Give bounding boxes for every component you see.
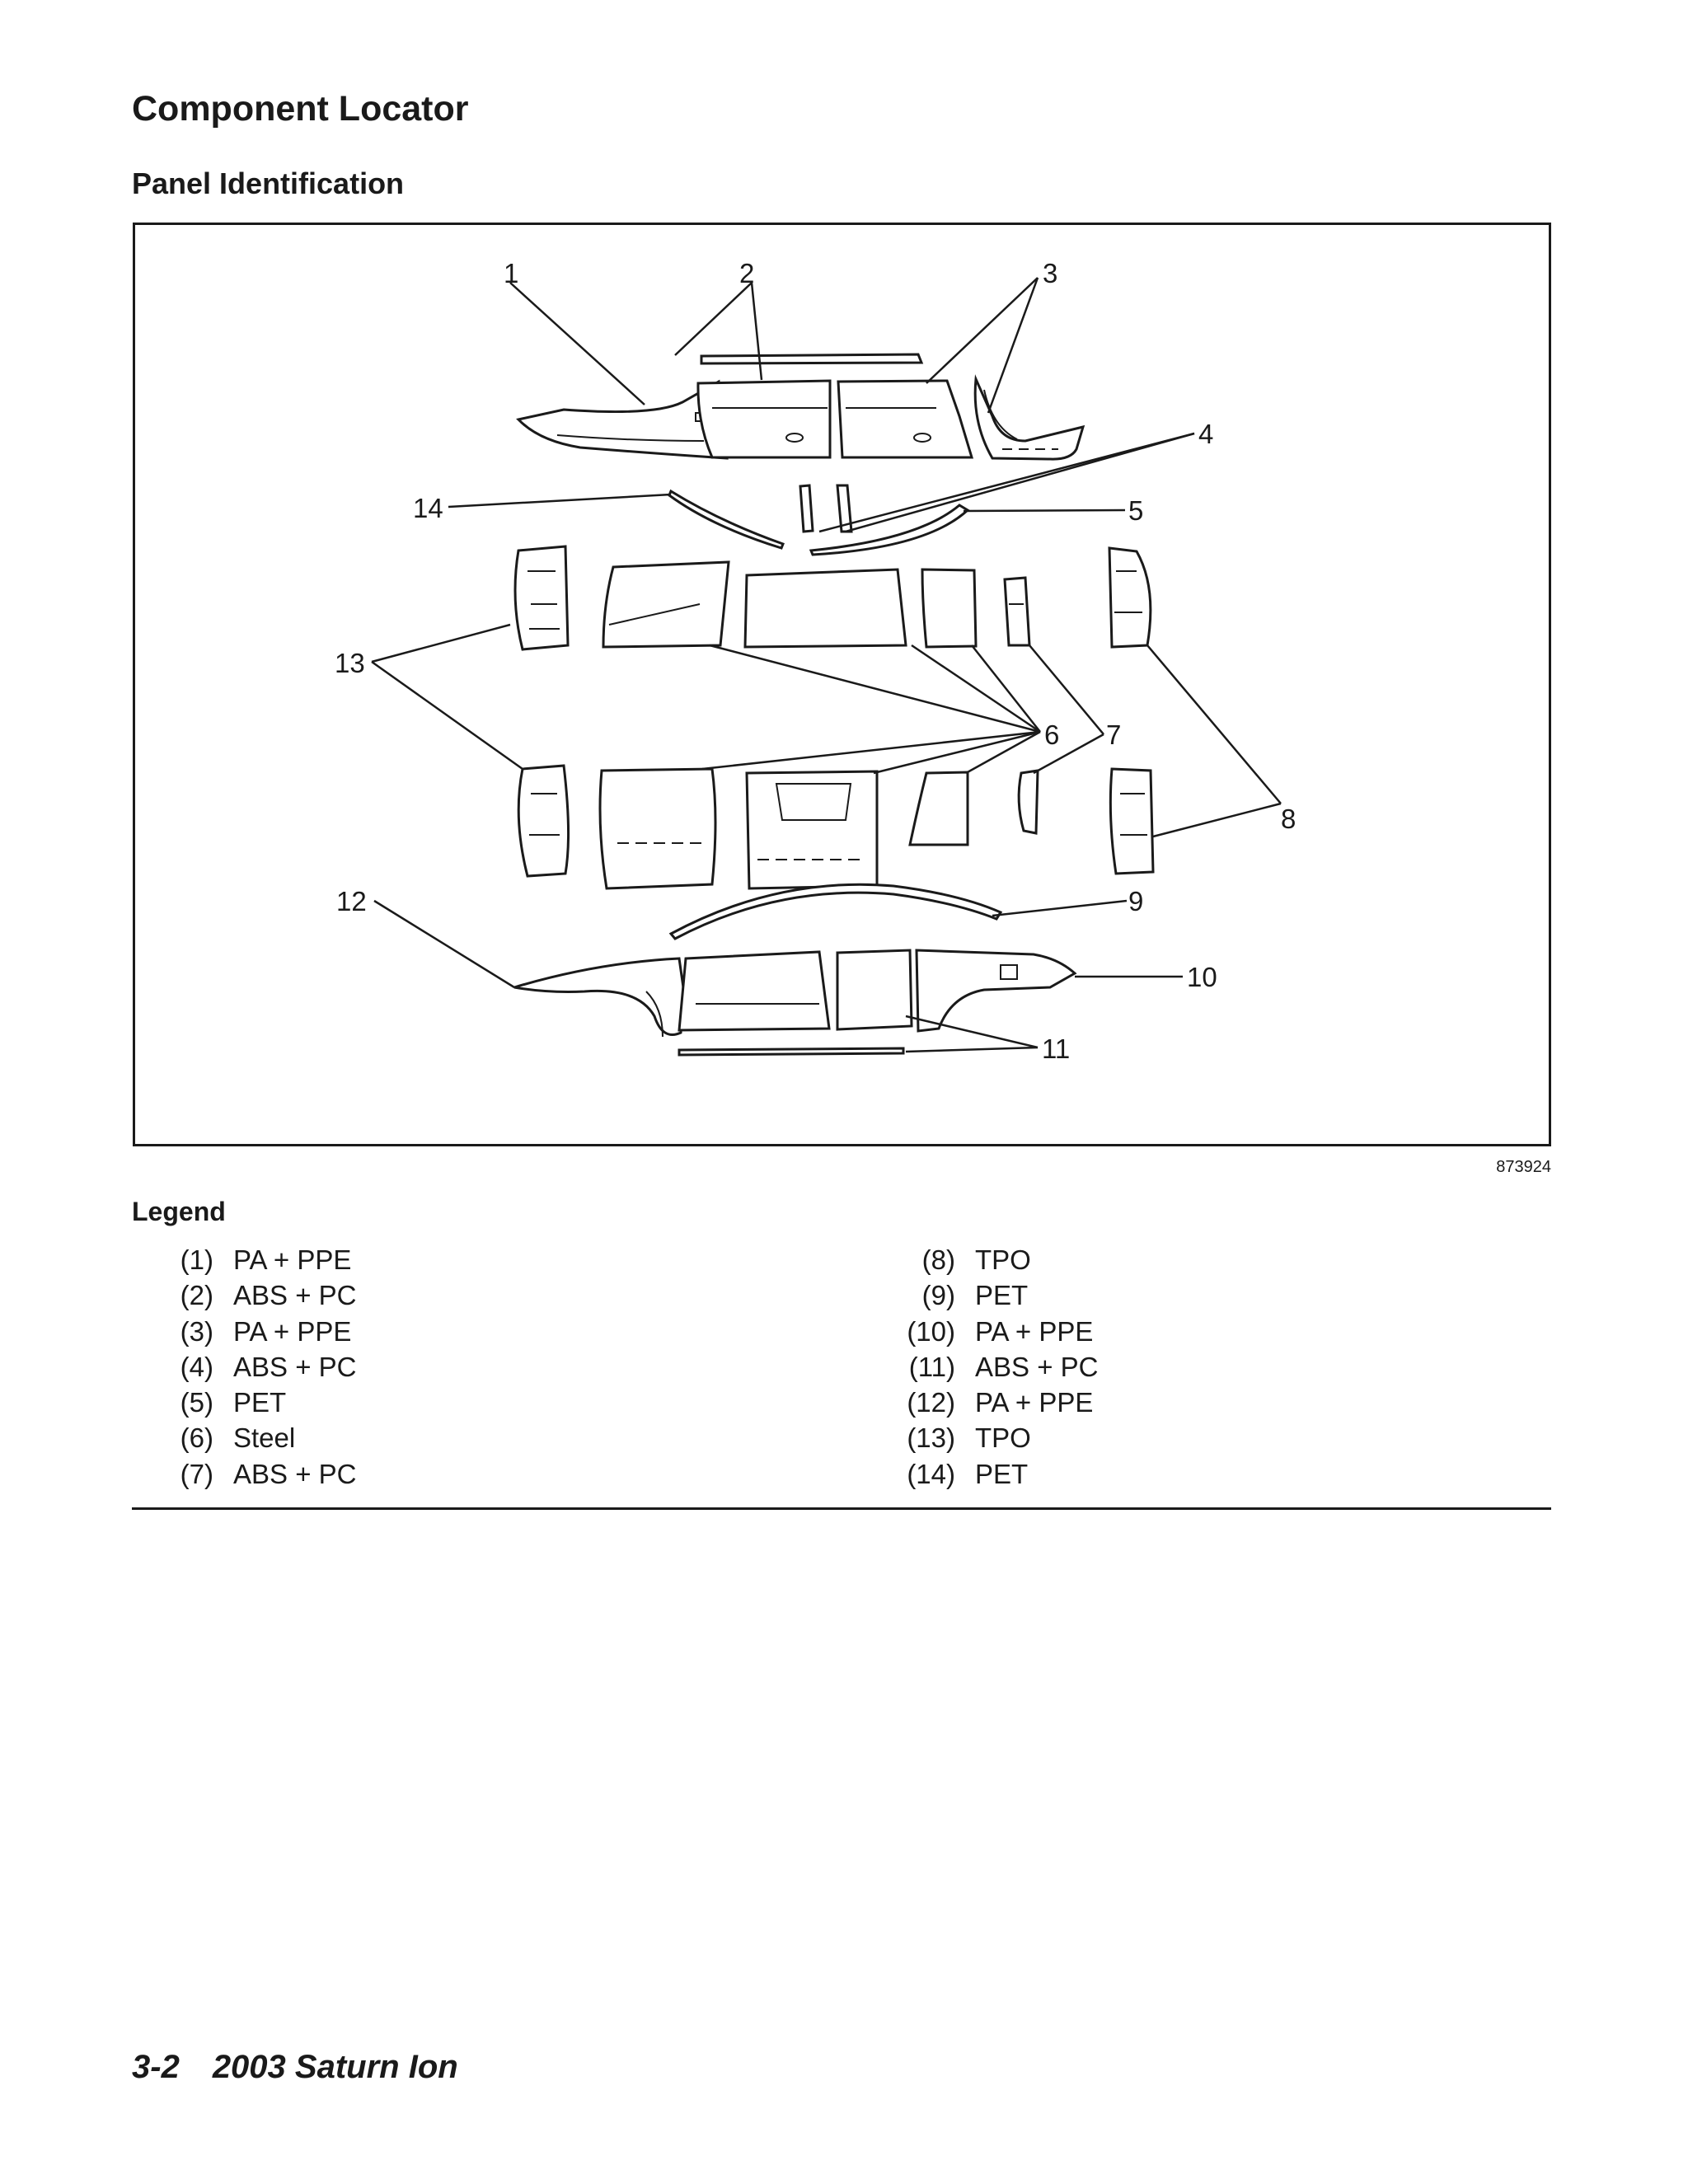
- panel-8-upper-fascia: [1108, 546, 1152, 649]
- page-title: Component Locator: [132, 89, 469, 129]
- legend-material: PA + PPE: [975, 1387, 1094, 1418]
- callout-5: 5: [1128, 495, 1143, 526]
- callout-1: 1: [504, 258, 518, 288]
- callout-9: 9: [1128, 886, 1143, 916]
- leader-lines: [371, 277, 1282, 1053]
- legend-number: (3): [180, 1315, 213, 1347]
- panel-identification-figure: 1 2 3 4 5 6 7 8 9 10 11 12 13 14: [133, 223, 1551, 1146]
- callout-4: 4: [1198, 419, 1213, 449]
- legend-material: ABS + PC: [233, 1280, 357, 1311]
- panel-6-upper-roof-hood: [602, 560, 978, 649]
- callout-6: 6: [1044, 719, 1059, 750]
- callout-2: 2: [739, 258, 754, 288]
- callout-labels: 1 2 3 4 5 6 7 8 9 10 11 12 13 14: [335, 258, 1296, 1064]
- legend-material: PET: [233, 1387, 287, 1418]
- legend-item: (6) Steel: [132, 1422, 356, 1458]
- callout-13: 13: [335, 648, 365, 678]
- legend-item: (2) ABS + PC: [132, 1280, 357, 1315]
- legend-number: (2): [180, 1280, 213, 1311]
- legend-item: (9) PET: [874, 1280, 1098, 1315]
- panel-2-door-panels: [696, 353, 974, 459]
- legend-item: (7) ABS + PC: [132, 1458, 357, 1494]
- panel-4-pillar-appliques: [799, 484, 853, 533]
- legend-item: (14) PET: [874, 1459, 1098, 1494]
- legend-material: ABS + PC: [975, 1351, 1099, 1382]
- section-title: Panel Identification: [132, 166, 405, 200]
- callout-3: 3: [1043, 258, 1057, 288]
- panel-9-roof-rail: [668, 883, 1003, 940]
- panel-3-front-fender: [973, 374, 1085, 461]
- panel-14-trim: [668, 489, 785, 550]
- legend-number: (5): [180, 1387, 213, 1418]
- legend-number: (1): [180, 1244, 213, 1275]
- panel-13-lower-fascia: [517, 764, 570, 878]
- legend-item: (4) ABS + PC: [132, 1351, 357, 1387]
- legend-item: (3) PA + PPE: [132, 1316, 356, 1352]
- legend-item: (13) TPO: [874, 1422, 1098, 1458]
- section-divider: [132, 1507, 1551, 1510]
- callout-10: 10: [1187, 962, 1217, 992]
- callout-14: 14: [413, 493, 443, 523]
- legend-column-left: (1) PA + PPE (2) ABS + PC (3) PA + PPE (4) A…: [132, 1244, 357, 1494]
- legend-item: (10) PA + PPE: [874, 1316, 1098, 1352]
- panel-13-upper-fascia: [513, 545, 570, 651]
- legend-number: (11): [908, 1351, 955, 1382]
- legend-material: TPO: [975, 1422, 1031, 1454]
- legend-number: (10): [907, 1315, 955, 1347]
- legend-material: ABS + PC: [233, 1351, 357, 1382]
- legend-item: (5) PET: [132, 1387, 356, 1422]
- legend-number: (9): [921, 1280, 955, 1311]
- panel-11-doors-and-rocker: [678, 949, 913, 1057]
- callout-11: 11: [1042, 1033, 1070, 1064]
- panel-1-rear-quarter: [516, 379, 729, 460]
- legend-number: (8): [921, 1244, 955, 1275]
- panel-6-lower-roof-hood: [598, 767, 969, 890]
- panel-8-lower-fascia: [1109, 767, 1155, 875]
- footer-page-number: 3-2: [132, 2049, 180, 2085]
- legend-item: (1) PA + PPE: [132, 1244, 356, 1280]
- callout-12: 12: [336, 886, 367, 916]
- exploded-panel-diagram: 1 2 3 4 5 6 7 8 9 10 11 12 13 14: [335, 258, 1296, 1064]
- legend-material: PA + PPE: [975, 1315, 1094, 1347]
- legend-number: (6): [180, 1422, 213, 1454]
- legend-material: PET: [975, 1458, 1029, 1489]
- legend-column-right: (8)TPO (9)PET (10)PA + PPE (11)ABS + PC …: [874, 1244, 1098, 1494]
- legend-number: (4): [180, 1351, 213, 1382]
- legend-material: Steel: [233, 1422, 296, 1454]
- legend-item: (11) ABS + PC: [874, 1351, 1099, 1387]
- legend-number: (14): [907, 1458, 955, 1489]
- legend-number: (7): [180, 1458, 213, 1489]
- footer-book-title: 2003 Saturn Ion: [212, 2049, 458, 2085]
- legend-number: (13): [907, 1422, 955, 1454]
- legend-material: PA + PPE: [233, 1315, 352, 1347]
- panel-7-upper-applique: [1003, 576, 1031, 647]
- legend-title: Legend: [132, 1197, 226, 1226]
- legend-material: ABS + PC: [233, 1458, 357, 1489]
- panel-10-rear-quarter: [915, 949, 1077, 1033]
- panel-12-front-fender: [513, 957, 685, 1038]
- callout-7: 7: [1106, 719, 1121, 750]
- callout-8: 8: [1281, 804, 1296, 834]
- legend-material: PA + PPE: [233, 1244, 352, 1275]
- page-footer: 3-2 2003 Saturn Ion: [132, 2049, 458, 2086]
- legend-item: (12) PA + PPE: [874, 1387, 1098, 1422]
- panel-7-lower-applique: [1017, 769, 1039, 835]
- legend-material: PET: [975, 1280, 1029, 1311]
- legend-item: (8) TPO: [874, 1244, 1098, 1280]
- legend-material: TPO: [975, 1244, 1031, 1275]
- figure-id: 873924: [1496, 1158, 1551, 1176]
- legend-number: (12): [907, 1387, 955, 1418]
